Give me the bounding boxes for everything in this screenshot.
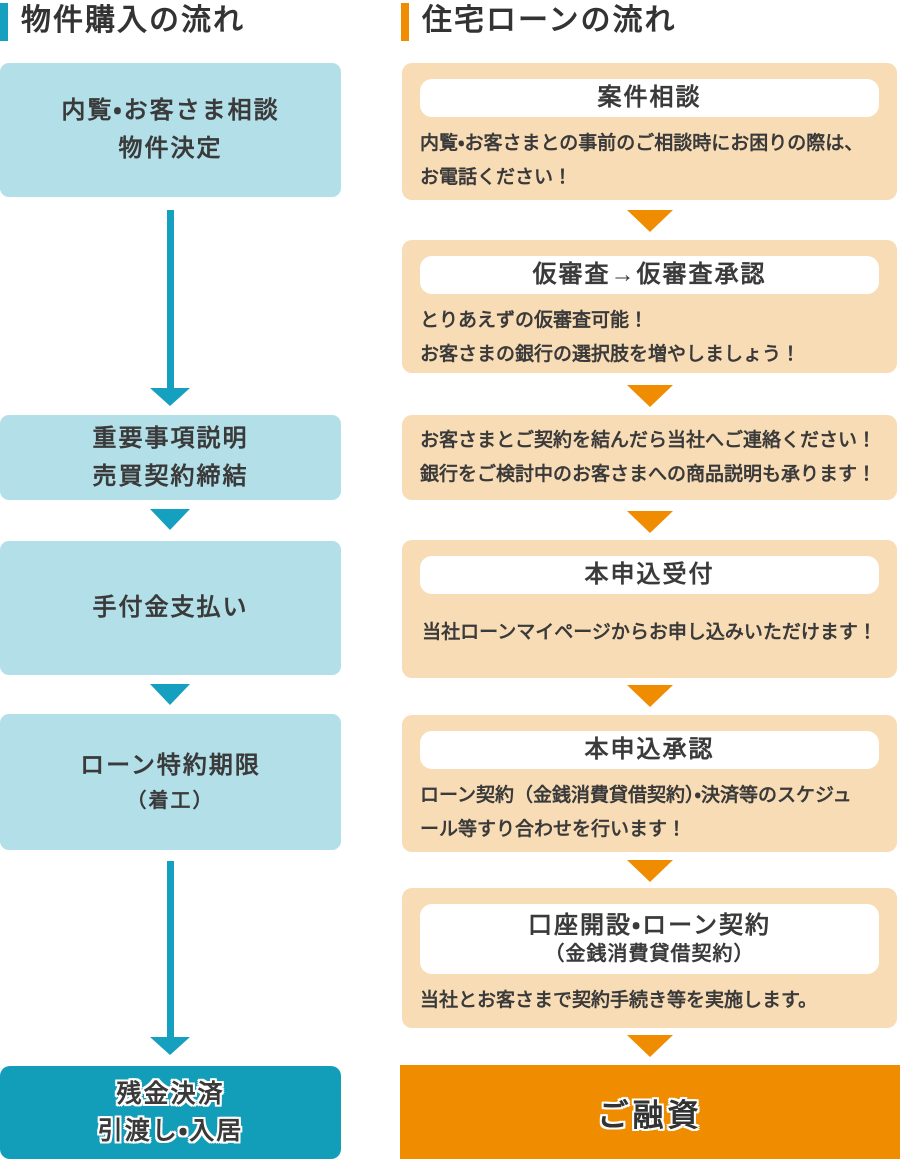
arrow-down-icon (150, 210, 190, 406)
description-line: 銀行をご検討中のお客さまへの商品説明も承ります！ (420, 463, 877, 485)
arrow-down-icon (627, 685, 673, 707)
arrow-shaft (166, 861, 174, 1037)
step-label: ローン特約期限 (80, 752, 261, 779)
description-line: お電話ください！ (420, 167, 573, 188)
description-line: ール等すり合わせを行います！ (420, 819, 687, 840)
arrow-down-icon (150, 861, 190, 1055)
step-case-consultation: 案件相談 内覧・お客さまとの事前のご相談時にお困りの際は、 お電話ください！ (402, 63, 897, 200)
step-title: 本申込受付 (584, 561, 715, 588)
orange-accent-bar (401, 3, 409, 41)
teal-accent-bar (0, 3, 8, 41)
step-description: とりあえずの仮審査可能！ お客さまの銀行の選択肢を増やしましょう！ (420, 304, 879, 372)
step-pre-screening: 仮審査→仮審査承認 とりあえずの仮審査可能！ お客さまの銀行の選択肢を増やしまし… (402, 240, 897, 373)
arrow-head (150, 388, 190, 406)
arrow-shaft (166, 210, 174, 388)
description-line: お客さまの銀行の選択肢を増やしましょう！ (420, 344, 801, 365)
loan-flow-header: 住宅ローンの流れ (401, 0, 677, 42)
loan-flow-title: 住宅ローンの流れ (422, 4, 677, 37)
step-description: 当社とお客さまで契約手続き等を実施します。 (420, 984, 879, 1018)
step-label: 物件決定 (118, 135, 223, 162)
step-application-reception: 本申込受付 当社ローンマイページからお申し込みいただけます！ (402, 540, 897, 678)
step-title: ご融資 (597, 1097, 703, 1133)
step-final-settlement: 残金決済 引渡し・入居 (0, 1066, 341, 1159)
step-title-pill: 仮審査→仮審査承認 (420, 256, 879, 294)
description-line: 当社ローンマイページからお申し込みいただけます！ (422, 622, 877, 643)
step-application-approval: 本申込承認 ローン契約（金銭消費貸借契約）・決済等のスケジュ ール等すり合わせを… (402, 715, 897, 852)
arrow-down-icon (627, 385, 673, 407)
step-label: 残金決済 (116, 1079, 225, 1108)
step-label: 売買契約締結 (92, 462, 249, 490)
step-contract-notice: お客さまとご契約を結んだら当社へご連絡ください！ 銀行をご検討中のお客さまへの商… (402, 415, 897, 500)
step-title: 口座開設・ローン契約 (528, 912, 771, 939)
step-title-pill: 口座開設・ローン契約 （金銭消費貸借契約） (420, 904, 879, 974)
arrow-down-icon (627, 210, 673, 232)
step-description: ローン契約（金銭消費貸借契約）・決済等のスケジュ ール等すり合わせを行います！ (420, 779, 879, 847)
step-label: 引渡し・入居 (97, 1116, 244, 1145)
description-line: とりあえずの仮審査可能！ (420, 310, 649, 331)
arrow-down-icon (150, 684, 190, 705)
step-loan-clause-deadline: ローン特約期限 （着工） (0, 714, 341, 850)
step-title: 案件相談 (597, 84, 702, 111)
description-line: 当社とお客さまで契約手続き等を実施します。 (420, 990, 818, 1011)
step-deposit-payment: 手付金支払い (0, 541, 341, 675)
step-account-opening-contract: 口座開設・ローン契約 （金銭消費貸借契約） 当社とお客さまで契約手続き等を実施し… (402, 888, 897, 1028)
step-title: 仮審査→仮審査承認 (532, 261, 767, 288)
arrow-down-icon (627, 1035, 673, 1057)
step-title-pill: 案件相談 (420, 79, 879, 117)
property-flow-header: 物件購入の流れ (0, 0, 245, 42)
step-label: 内覧・お客さま相談 (61, 97, 280, 124)
description-line: お客さまとご契約を結んだら当社へご連絡ください！ (420, 429, 877, 451)
step-title-pill: 本申込受付 (420, 556, 879, 594)
step-title: 本申込承認 (584, 736, 715, 763)
arrow-down-icon (150, 509, 190, 530)
step-loan-execution: ご融資 (400, 1065, 900, 1159)
description-line: ローン契約（金銭消費貸借契約）・決済等のスケジュ (420, 785, 852, 806)
step-description: 当社ローンマイページからお申し込みいただけます！ (420, 616, 879, 650)
step-viewing-decision: 内覧・お客さま相談 物件決定 (0, 63, 341, 197)
step-label: 手付金支払い (92, 594, 249, 621)
step-description: 内覧・お客さまとの事前のご相談時にお困りの際は、 お電話ください！ (420, 127, 879, 195)
arrow-down-icon (627, 860, 673, 882)
property-flow-title: 物件購入の流れ (21, 4, 245, 37)
description-line: 内覧・お客さまとの事前のご相談時にお困りの際は、 (420, 133, 864, 154)
step-label: 重要事項説明 (92, 424, 249, 452)
arrow-head (150, 1037, 190, 1055)
step-title-pill: 本申込承認 (420, 731, 879, 769)
step-description: お客さまとご契約を結んだら当社へご連絡ください！ 銀行をご検討中のお客さまへの商… (420, 424, 879, 492)
arrow-down-icon (627, 511, 673, 533)
step-important-matters: 重要事項説明 売買契約締結 (0, 415, 341, 500)
step-sublabel: （着工） (126, 790, 215, 812)
step-subtitle: （金銭消費貸借契約） (544, 943, 755, 965)
